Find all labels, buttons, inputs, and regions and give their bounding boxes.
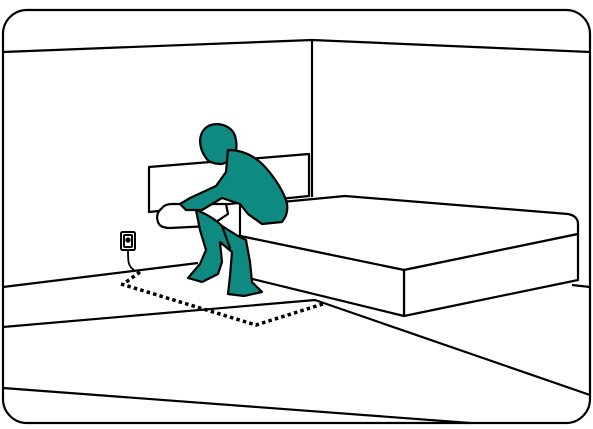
- room-lines: [2, 38, 591, 425]
- person-leg-line: [220, 224, 232, 250]
- dotted-floor-mat-icon: [120, 282, 327, 327]
- person-legs: [186, 208, 264, 298]
- wall-outlet-sensor-icon: [120, 231, 136, 271]
- rug-front: [2, 386, 471, 425]
- floor-right: [571, 283, 591, 289]
- person-body: [178, 148, 289, 226]
- rug-outline: [2, 298, 591, 397]
- floor-left: [2, 261, 199, 289]
- person-sitting-on-bed-icon: [178, 122, 289, 298]
